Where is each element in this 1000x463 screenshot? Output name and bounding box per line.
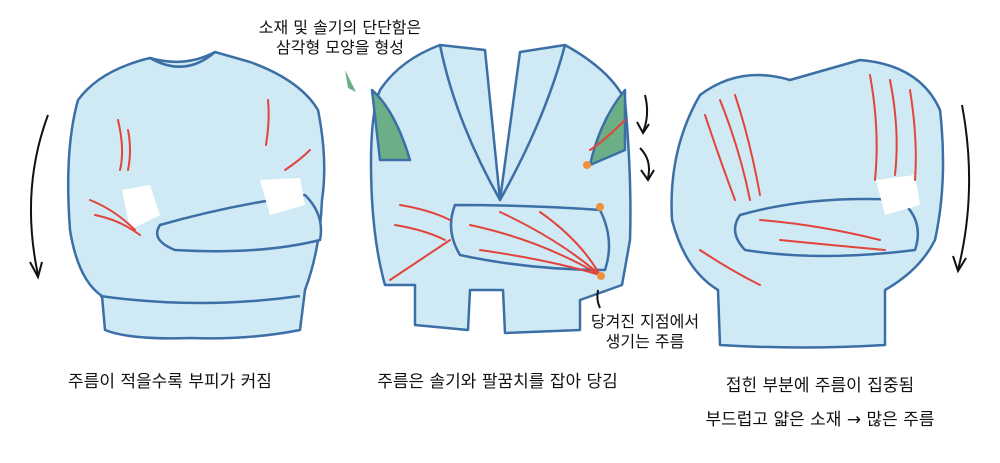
left-sweater-figure <box>66 50 326 340</box>
seam-note: 소재 및 솔기의 단단함은 삼각형 모양을 형성 <box>220 18 460 58</box>
pull-point-marker <box>583 161 591 169</box>
caption-right-line1: 접힌 부분에 주름이 집중됨 <box>725 376 915 396</box>
caption-left: 주름이 적을수록 부피가 커짐 <box>68 372 272 392</box>
caption-center: 주름은 솔기와 팔꿈치를 잡아 당김 <box>377 372 618 392</box>
pull-note: 당겨진 지점에서 생기는 주름 <box>570 312 720 352</box>
seam-note-line2: 삼각형 모양을 형성 <box>276 38 404 57</box>
seam-note-line1: 소재 및 솔기의 단단함은 <box>258 18 422 37</box>
caption-right-line2: 부드럽고 얇은 소재 → 많은 주름 <box>705 410 935 430</box>
pull-note-line2: 생기는 주름 <box>605 332 685 351</box>
center-jacket-figure <box>345 43 632 335</box>
pull-note-line1: 당겨진 지점에서 <box>590 312 700 331</box>
right-sweater-figure <box>670 58 945 349</box>
wrinkle-lines <box>89 74 917 286</box>
pull-point-marker <box>597 272 605 280</box>
direction-arrows <box>29 94 971 309</box>
pull-point-marker <box>596 203 604 211</box>
